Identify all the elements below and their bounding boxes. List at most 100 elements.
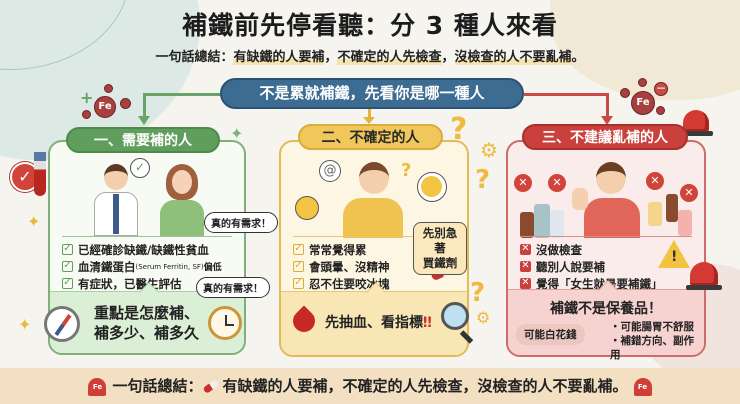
subtitle-part-1: 有缺鐵的人要補 (233, 50, 325, 65)
footer-text: 先抽血、看指標‼ (325, 312, 432, 332)
dizzy-emoji-icon (295, 196, 319, 220)
list-item-text: 血清鐵蛋白 (78, 259, 136, 274)
warning-exclamation: ! (671, 249, 678, 265)
atom (656, 106, 665, 115)
no-icon: ✕ (646, 172, 664, 190)
checkbox-icon: ✓ (62, 277, 73, 289)
atom (120, 98, 131, 109)
iron-atom: Fe (631, 91, 655, 115)
bubble-line: 先別急著 (422, 226, 458, 255)
checklist: ✕ 沒做檢查 ✕ 聽別人說要補 ✕ 覺得「女生就是要補鐵」 (520, 241, 663, 292)
atom (104, 84, 113, 93)
iron-molecule-icon-left: + Fe (80, 80, 140, 130)
tired-person-icon (343, 162, 403, 238)
panel-footer: 先抽血、看指標‼ (281, 282, 474, 355)
list-item: ✕ 沒做檢查 (520, 241, 663, 258)
panel-footer: 重點是怎麼補、 補多少、補多久 (44, 282, 244, 353)
no-icon: ✕ (514, 174, 532, 192)
sparkle-icon: ✦ (18, 315, 32, 334)
check-bubble-icon: ✓ (130, 158, 150, 178)
sparkle-icon: ✦ (27, 212, 41, 231)
atom (638, 78, 647, 87)
footer-line: 先抽血、看指標 (325, 315, 423, 331)
no-icon: ✕ (680, 184, 698, 202)
panel-footer: 補鐵不是保養品！ 可能白花錢 ・可能腸胃不舒服 ・補錯方向、副作用 (508, 280, 704, 361)
iron-molecule-icon-right: − Fe (618, 78, 678, 128)
doctor-icon (94, 164, 138, 236)
list-item-note: (Serum Ferritin, SF) (135, 262, 204, 271)
list-item-text: 覺得「女生就是要補鐵」 (536, 276, 663, 291)
list-item: ✓ 有症狀，已醫生評估 (62, 275, 222, 292)
tired-person-scene: @ ? (281, 156, 467, 238)
footer-tag: 可能白花錢 (516, 324, 585, 345)
central-banner: 不是累就補鐵，先看你是哪一種人 (220, 78, 524, 109)
subtitle-part-3: 沒檢查的人不要亂補 (454, 50, 572, 65)
connector-line (524, 93, 608, 96)
minus-icon: − (654, 81, 668, 96)
yawn-emoji-icon (417, 172, 447, 202)
atom (620, 88, 630, 98)
footer-bullets: ・可能腸胃不舒服 ・補錯方向、副作用 (610, 320, 704, 362)
sparkle-icon: ✦ (230, 124, 244, 143)
pill-icon (201, 379, 220, 394)
panel-uncertain: @ ? ✓常常覺得累 ✓會頭暈、沒精神 ✓忍不住要咬冰塊 先別急著 買鐵劑 ✕ … (279, 140, 474, 357)
blood-drop-icon (288, 305, 320, 337)
list-item-text: 已經確診缺鐵/缺鐵性貧血 (78, 242, 209, 257)
arrow-down-icon (601, 116, 613, 125)
exclamation-icon: ‼ (423, 315, 432, 331)
spiral-bubble-icon: @ (319, 160, 341, 182)
no-icon: ✕ (548, 174, 566, 192)
checkbox-icon: ✓ (293, 260, 304, 272)
bubble-line: 買鐵劑 (422, 256, 458, 270)
divider (62, 236, 232, 237)
list-item-text: 常常覺得累 (309, 242, 367, 257)
gear-icon: ⚙ (480, 138, 498, 162)
checkbox-icon: ✓ (293, 243, 304, 255)
page-title: 補鐵前先停看聽：分 3 種人來看 (182, 11, 558, 40)
clock-icon (208, 306, 242, 340)
list-item: ✓ 常常覺得累 (293, 241, 390, 258)
footer-line: 補多少、補多久 (94, 324, 200, 342)
subtitle-separator: ， (441, 50, 455, 65)
plus-icon: + (80, 88, 94, 107)
question-mark-icon: ? (475, 165, 491, 195)
siren-base (679, 131, 713, 136)
stop-scene: ✕ ✕ ✕ ✕ (508, 156, 704, 238)
list-item-text: 聽別人說要補 (536, 259, 605, 274)
list-item-text: 會頭暈、沒精神 (309, 259, 390, 274)
question-mark-icon: ? (450, 112, 468, 147)
question-mark-icon: ? (401, 160, 412, 181)
divider (520, 236, 692, 237)
speech-bubble: 真的有需求！ (204, 212, 278, 233)
connector-line (368, 109, 371, 119)
footer-title: 補鐵不是保養品！ (550, 301, 662, 317)
checkbox-icon: ✓ (293, 277, 304, 289)
footer-line: 重點是怎麼補、 (94, 304, 200, 322)
list-item-text: 沒做檢查 (536, 242, 582, 257)
x-box-icon: ✕ (520, 277, 531, 289)
footer-bullet: ・可能腸胃不舒服 (610, 321, 694, 333)
panel-need-supplement: ✓ ✓ 真的有需求！ ✓ 已經確診缺鐵/缺鐵性貧血 ✓ 血清鐵蛋白(Serum Fe… (10, 140, 278, 355)
supplement-bottles-icon (648, 194, 698, 238)
list-item-text: 有症狀，已醫生評估 (78, 276, 182, 291)
connector-line (145, 93, 222, 96)
x-box-icon: ✕ (520, 260, 531, 272)
list-item: ✕ 聽別人說要補 (520, 258, 663, 275)
arrow-down-icon (363, 117, 375, 124)
checkbox-icon: ✓ (62, 260, 73, 272)
compass-icon (44, 306, 80, 342)
x-box-icon: ✕ (520, 243, 531, 255)
checklist: ✓ 已經確診缺鐵/缺鐵性貧血 ✓ 血清鐵蛋白(Serum Ferritin, SF)… (62, 241, 222, 292)
warning-bubble: 先別急著 買鐵劑 (413, 222, 467, 275)
siren-icon (683, 110, 709, 132)
list-item: ✓ 會頭暈、沒精神 (293, 258, 390, 275)
blood-tube-icon (34, 152, 46, 196)
iron-atom: Fe (94, 96, 116, 118)
subtitle-end: 。 (571, 50, 585, 65)
warning-triangle-icon (658, 240, 690, 268)
category-label-not-recommended: 三、不建議亂補的人 (522, 124, 688, 150)
question-mark-icon: ? (470, 278, 486, 308)
category-label-uncertain: 二、不確定的人 (298, 124, 443, 150)
atom (82, 110, 91, 119)
